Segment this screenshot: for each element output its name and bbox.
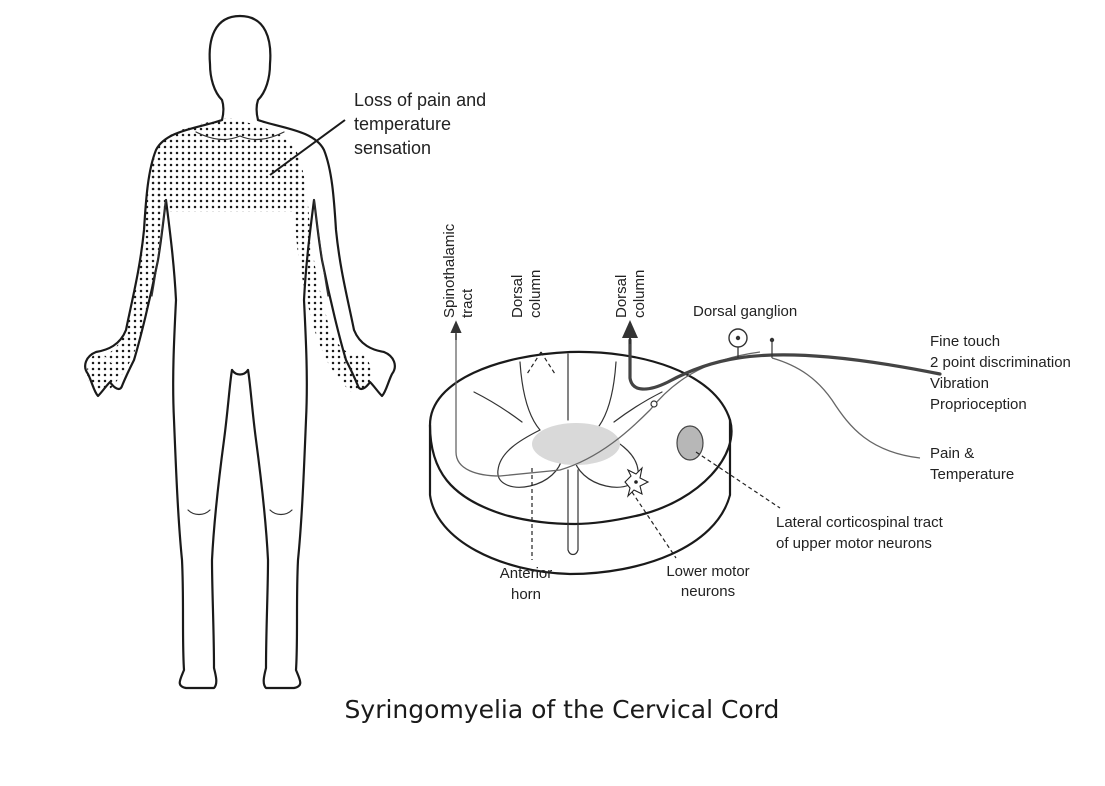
lateral-corticospinal-tract xyxy=(676,425,704,461)
lower-motor-line-2: neurons xyxy=(681,583,735,600)
dorsal-column-left-leader xyxy=(526,351,556,375)
cord-dorsal-horn-left xyxy=(473,391,523,423)
lower-motor-line-1: Lower motor xyxy=(666,563,749,580)
body-inner-arm-left xyxy=(151,199,167,297)
spinal-cord-cross-section xyxy=(428,320,942,576)
body-crotch xyxy=(230,368,250,376)
dorsal-column-right-line-1: Dorsal xyxy=(613,275,630,318)
dorsal-ganglion-label: Dorsal ganglion xyxy=(693,303,797,320)
pain-temperature-line-2: Temperature xyxy=(930,466,1014,483)
dorsal-column-left-line-1: Dorsal xyxy=(509,275,526,318)
spinothalamic-synapse xyxy=(650,400,658,408)
body-knee-right xyxy=(269,509,293,516)
human-body-figure xyxy=(84,14,396,690)
cord-slab-side xyxy=(428,418,732,576)
lateral-corticospinal-leader xyxy=(695,451,781,509)
anterior-horn-line-2: horn xyxy=(511,586,541,603)
spinothalamic-label-line-2: tract xyxy=(459,288,476,318)
dorsal-column-right-line-2: column xyxy=(631,270,648,318)
body-head-outline-right xyxy=(238,14,272,122)
sensation-pointer-line xyxy=(269,119,346,176)
spinothalamic-label-line-1: Spinothalamic xyxy=(441,223,458,318)
dorsal-column-left-line-2: column xyxy=(527,270,544,318)
anterior-horn-label: Anterior horn xyxy=(500,565,553,603)
body-collar-line xyxy=(195,131,285,141)
cord-dorsal-horn-right xyxy=(613,391,663,423)
lateral-corticospinal-line-1: Lateral corticospinal tract xyxy=(776,514,944,531)
spinothalamic-pathway xyxy=(455,334,761,477)
fine-touch-line-2: 2 point discrimination xyxy=(930,354,1071,371)
fine-touch-line-1: Fine touch xyxy=(930,333,1000,350)
body-inner-arm-right xyxy=(313,199,329,297)
cord-outer-outline xyxy=(428,350,733,526)
affected-sensation-region xyxy=(87,118,371,392)
lateral-corticospinal-label: Lateral corticospinal tract of upper mot… xyxy=(776,514,944,552)
spinothalamic-label: Spinothalamic tract xyxy=(441,223,476,318)
sensation-annotation-line-2: temperature xyxy=(354,114,451,134)
lateral-corticospinal-line-2: of upper motor neurons xyxy=(776,535,932,552)
body-head-outline xyxy=(208,14,242,122)
pain-temperature-fiber xyxy=(771,357,921,459)
lower-motor-neurons-label: Lower motor neurons xyxy=(666,563,749,600)
dorsal-column-pathway xyxy=(628,338,942,391)
fine-touch-line-3: Vibration xyxy=(930,375,989,392)
sensation-annotation: Loss of pain and temperature sensation xyxy=(354,90,486,158)
fine-touch-line-4: Proprioception xyxy=(930,396,1027,413)
lower-motor-neuron-icon xyxy=(624,466,650,498)
dorsal-ganglion-icon xyxy=(728,328,748,358)
sensation-annotation-line-3: sensation xyxy=(354,138,431,158)
sensation-annotation-line-1: Loss of pain and xyxy=(354,90,486,110)
pain-fiber-ganglion-icon xyxy=(769,337,775,358)
syrinx-lesion xyxy=(532,423,620,465)
dorsal-column-left-label: Dorsal column xyxy=(509,270,544,318)
figure-caption: Syringomyelia of the Cervical Cord xyxy=(345,695,780,724)
lower-motor-leader xyxy=(631,491,677,559)
cord-anterior-fissure xyxy=(567,469,579,556)
anterior-horn-line-1: Anterior xyxy=(500,565,553,582)
pain-temperature-label: Pain & Temperature xyxy=(930,445,1014,483)
dorsal-column-right-label: Dorsal column xyxy=(613,270,648,318)
body-knee-left xyxy=(187,509,211,516)
fine-touch-label-group: Fine touch 2 point discrimination Vibrat… xyxy=(930,333,1071,413)
pain-temperature-line-1: Pain & xyxy=(930,445,974,462)
